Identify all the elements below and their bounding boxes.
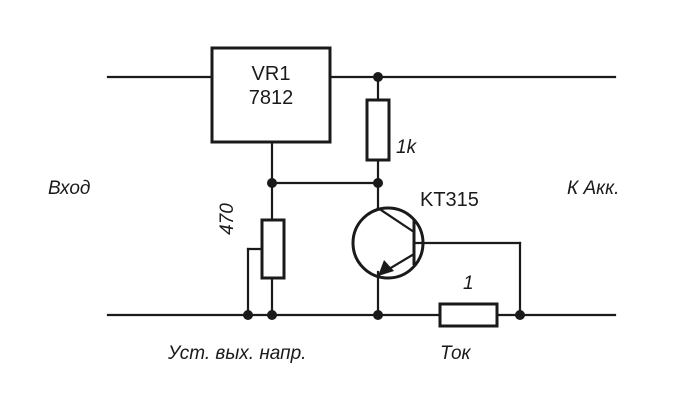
label-input: Вход: [48, 178, 90, 199]
transistor-part: KT315: [420, 189, 479, 211]
resistor-shunt: [438, 302, 499, 328]
regulator-part: 7812: [249, 87, 294, 109]
resistor-1k-value: 1k: [396, 137, 418, 158]
regulator-name: VR1: [252, 63, 291, 85]
transistor-emitter-arrow: [378, 260, 394, 276]
junction-bottom-pot: [267, 310, 277, 320]
potentiometer-470: [260, 218, 286, 280]
label-current: Ток: [440, 343, 472, 364]
transistor-collector: [376, 206, 416, 234]
label-voltage-adjust: Уст. вых. напр.: [167, 343, 306, 364]
junction-bottom-wiper: [243, 310, 253, 320]
junction-mid-right: [373, 178, 383, 188]
junction-top-right: [373, 72, 383, 82]
resistor-shunt-value: 1: [463, 273, 474, 294]
junction-bottom-emitter: [373, 310, 383, 320]
potentiometer-value: 470: [217, 203, 238, 235]
resistor-1k: [365, 98, 391, 162]
junction-mid-left: [267, 178, 277, 188]
junction-bottom-base: [515, 310, 525, 320]
regulator-block: [210, 46, 332, 144]
label-output: К Акк.: [567, 178, 619, 199]
